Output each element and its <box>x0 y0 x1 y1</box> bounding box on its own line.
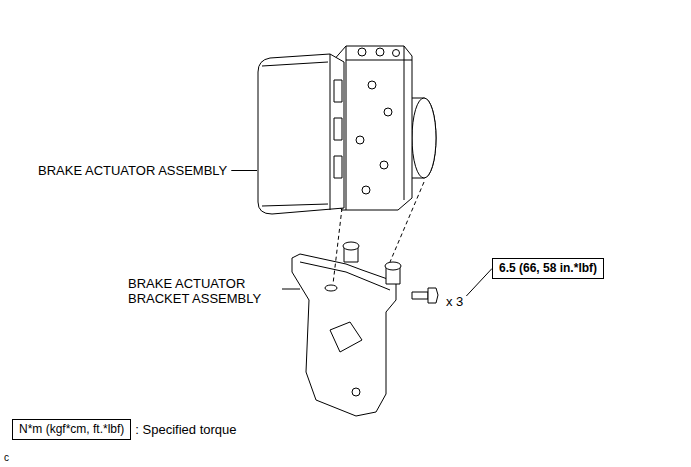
cover-edge <box>262 54 330 210</box>
bolt-shaft <box>412 292 428 299</box>
quantity: x 3 <box>446 294 463 309</box>
leader-line <box>231 170 257 171</box>
port <box>393 50 400 57</box>
connector <box>334 118 342 140</box>
torque-box: 6.5 (66, 58 in.*lbf) <box>492 258 604 279</box>
port <box>384 108 392 116</box>
port <box>368 81 376 89</box>
box-text: N*m (kgf*cm, ft.*lbf) <box>19 422 124 437</box>
dashed-line <box>390 182 424 262</box>
bolt-head <box>428 288 438 303</box>
part-name: BRAKE ACTUATOR ASSEMBLY <box>38 163 227 178</box>
block-edge <box>346 46 412 210</box>
motor-end <box>412 98 436 178</box>
figure-code: c <box>4 452 9 464</box>
bracket-hole <box>352 388 360 396</box>
grommet-top <box>385 262 401 270</box>
part-name: BRAKE ACTUATOR BRACKET ASSEMBLY <box>128 276 278 306</box>
leader-line <box>282 289 300 290</box>
bracket <box>292 254 396 416</box>
dashed-line <box>333 208 342 284</box>
port <box>356 136 364 144</box>
port <box>358 48 366 56</box>
bracket-edge <box>300 262 390 290</box>
box-text: 6.5 (66, 58 in.*lbf) <box>499 261 597 276</box>
legend-box: N*m (kgf*cm, ft.*lbf) <box>12 419 131 440</box>
leader-line <box>466 269 492 297</box>
ecu-cover <box>258 54 344 214</box>
legend-text: : Specified torque <box>135 422 236 437</box>
stud <box>325 285 337 291</box>
port <box>380 161 388 169</box>
grommet-top <box>343 242 359 250</box>
port <box>362 186 370 194</box>
port <box>376 48 384 56</box>
connector <box>334 156 342 178</box>
bracket-hole <box>330 322 362 352</box>
connector <box>334 80 342 102</box>
